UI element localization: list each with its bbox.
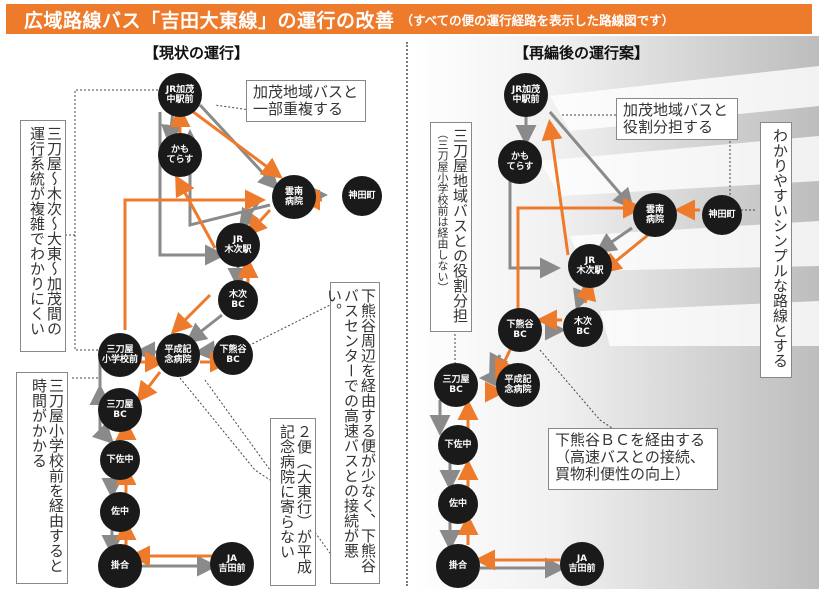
station-mitoya-bc-right: 三刀屋 BC	[434, 363, 478, 407]
station-jr-kisuki-left: JR 木次駅	[216, 223, 260, 267]
station-kisuki-bc-left: 木次 BC	[218, 280, 258, 320]
note-right-role: 三刀屋地域バスとの役割分担（三刀屋小学校前は経由しない）	[430, 122, 472, 332]
page-subtitle: （すべての便の運行経路を表示した路線図です）	[400, 12, 675, 28]
station-mitoya-school-left: 三刀屋 小学校前	[98, 333, 142, 377]
note-left-overlap: 加茂地域バスと 一部重複する	[246, 80, 366, 122]
panel-divider	[406, 42, 408, 586]
station-shimokumaya-bc-left: 下熊谷 BC	[213, 335, 253, 375]
station-heisei-hospital-left: 平成記 念病院	[156, 333, 200, 377]
station-kakeai-left: 掛合	[98, 544, 142, 588]
title-bar: 広域路線バス「吉田大東線」の運行の改善 （すべての便の運行経路を表示した路線図で…	[6, 4, 812, 34]
station-shimosanaka-right: 下佐中	[438, 425, 478, 465]
station-kakeai-right: 掛合	[436, 544, 480, 588]
station-sanaka-left: 佐中	[100, 492, 140, 532]
station-mitoya-bc-left: 三刀屋 BC	[98, 388, 142, 432]
station-ja-yoshida-right: JA 吉田前	[560, 542, 604, 586]
station-shimosanaka-left: 下佐中	[100, 440, 140, 480]
station-sanaka-right: 佐中	[438, 484, 478, 524]
station-kisuki-bc-right: 木次 BC	[563, 307, 603, 347]
page-title: 広域路線バス「吉田大東線」の運行の改善	[24, 9, 395, 32]
station-kandacho-left: 神田町	[342, 176, 382, 216]
station-jr-kisuki-right: JR 木次駅	[568, 244, 612, 288]
note-left-time: 三刀屋小学校前を経由すると時間がかかる	[16, 372, 68, 584]
note-right-simple: わかりやすいシンプルな路線とする	[760, 122, 792, 378]
station-heisei-hospital-right: 平成記 念病院	[496, 363, 540, 407]
note-right-bc: 下熊谷ＢＣを経由する （高速バスとの接続、 買物利便性の向上）	[548, 428, 718, 490]
right-routes-orange	[457, 119, 700, 571]
station-ja-yoshida-left: JA 吉田前	[210, 542, 254, 586]
note-left-complex: 三刀屋〜木次〜大東〜加茂間の運行系統が複雑でわかりにくい	[20, 120, 66, 352]
note-left-shimokumaya: 下熊谷周辺を経由する便が少なく、下熊谷バスセンターでの高速バスとの接続が悪い。	[325, 282, 380, 584]
station-shimokumaya-bc-right: 下熊谷 BC	[498, 308, 542, 352]
station-unnan-hospital-right: 雲南 病院	[633, 193, 677, 237]
station-unnan-hospital-left: 雲南 病院	[272, 175, 316, 219]
station-kamo-terasu-right: かも てらす	[498, 140, 542, 184]
note-right-share: 加茂地域バスと 役割分担する	[616, 98, 738, 140]
note-right-role-main: 三刀屋地域バスとの役割分担	[451, 128, 469, 323]
station-kandacho-right: 神田町	[702, 195, 742, 235]
right-panel-label: 【再編後の運行案】	[514, 44, 650, 62]
station-jr-kamo-right: JR加茂 中駅前	[504, 73, 548, 117]
note-right-role-sub: （三刀屋小学校前は経由しない）	[436, 128, 449, 293]
note-left-daito: ２便（大東行）が平成記念病院に寄らない	[270, 418, 316, 586]
station-jr-kamo-left: JR加茂 中駅前	[158, 73, 202, 117]
left-panel-label: 【現状の運行】	[144, 44, 250, 62]
station-kamo-terasu-left: かも てらす	[158, 133, 202, 177]
